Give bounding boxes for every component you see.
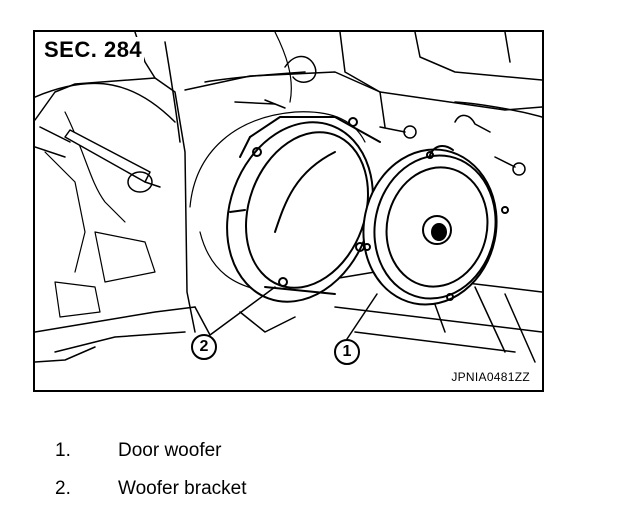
legend-item: 1. Door woofer	[55, 432, 455, 470]
callout-1: 1	[334, 339, 360, 365]
door-woofer	[362, 145, 509, 306]
section-code: SEC. 284	[42, 37, 145, 63]
woofer-installation-drawing	[35, 32, 542, 363]
legend-number: 2.	[55, 478, 71, 499]
panel-openings	[44, 32, 366, 318]
diagram-figure: SEC. 284 1 2 JPNIA0481ZZ	[33, 30, 544, 392]
callout-2: 2	[191, 334, 217, 360]
screwdriver	[35, 126, 161, 193]
callout-leaders	[194, 286, 378, 340]
parts-legend: 1. Door woofer 2. Woofer bracket	[55, 432, 455, 508]
figure-id: JPNIA0481ZZ	[451, 370, 530, 384]
mounting-bolts	[379, 114, 526, 176]
legend-label: Woofer bracket	[118, 478, 247, 499]
legend-item: 2. Woofer bracket	[55, 470, 455, 508]
woofer-bracket	[226, 116, 381, 303]
legend-label: Door woofer	[118, 440, 222, 461]
wire-harness	[35, 55, 317, 123]
legend-number: 1.	[55, 440, 71, 461]
